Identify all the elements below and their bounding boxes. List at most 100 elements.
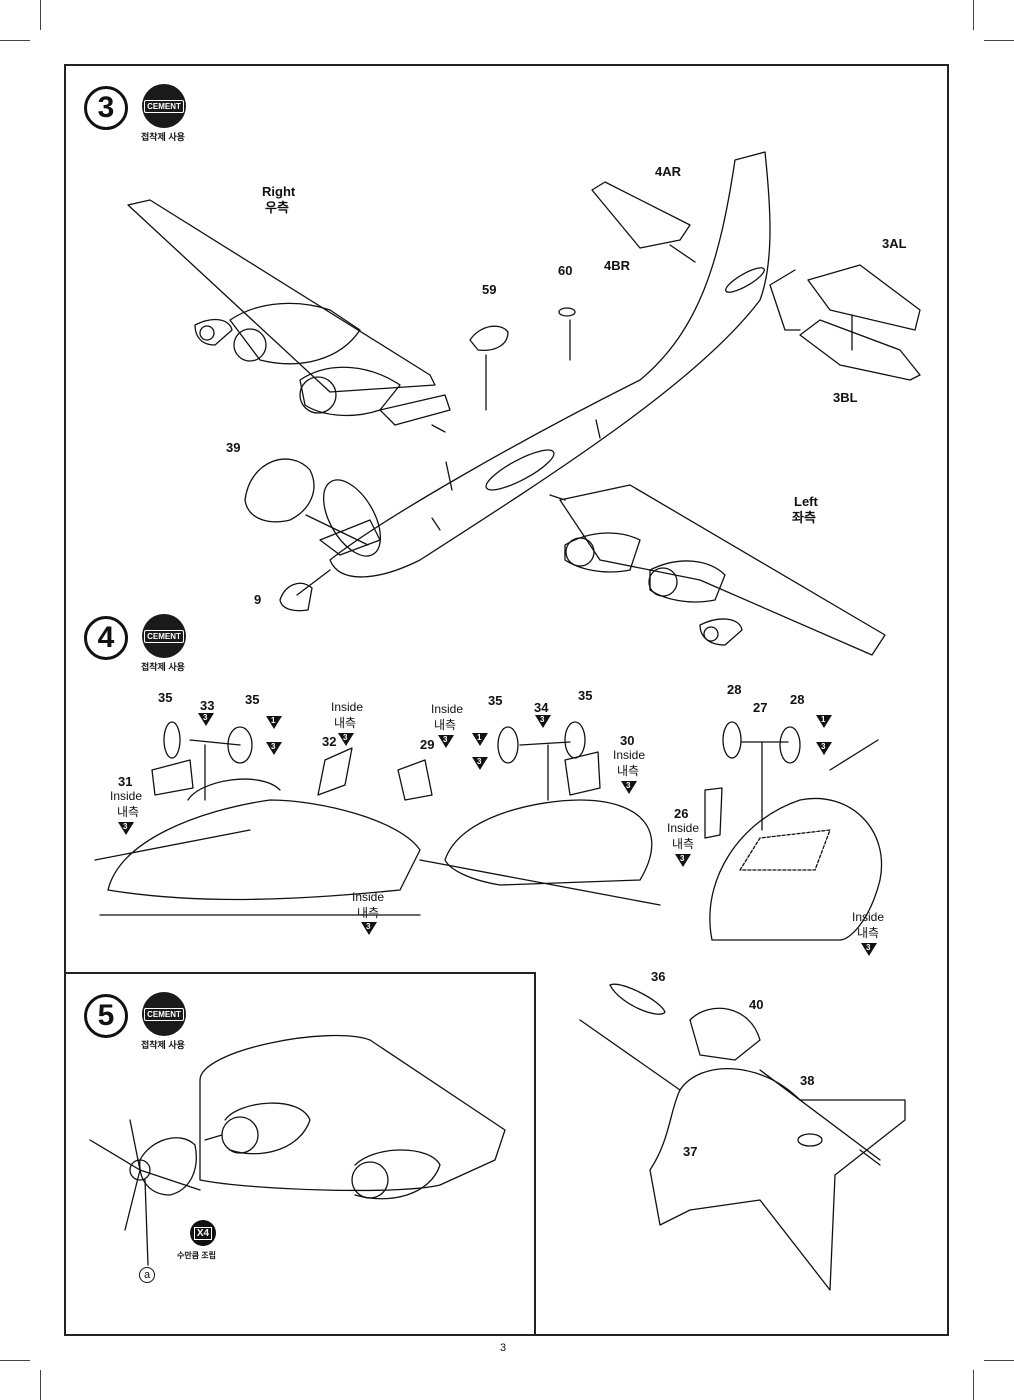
mark-triangle: 1 [266, 716, 282, 729]
mark-number: 1 [477, 733, 482, 742]
part-label: 39 [226, 440, 241, 455]
mark-triangle: 3 [338, 733, 354, 746]
part-label: 38 [800, 1073, 815, 1088]
part-label: 3BL [833, 390, 858, 405]
step4-right-drawing [704, 721, 883, 941]
crop-mark [973, 0, 974, 30]
part-label: 59 [482, 282, 497, 297]
part-60-drawing [558, 307, 576, 317]
mark-number: 3 [366, 922, 371, 931]
crop-mark [984, 40, 1014, 41]
part-label: 32 [322, 734, 337, 749]
mark-number: 3 [477, 757, 482, 766]
mark-triangle: 3 [621, 781, 637, 794]
callout-a: a [139, 1267, 155, 1283]
part-label: 37 [683, 1144, 698, 1159]
mark-number: 3 [680, 854, 685, 863]
mark-number: 3 [343, 733, 348, 742]
stabilizer-3bl-drawing [799, 319, 921, 381]
part-39-drawing [244, 458, 315, 523]
part-59-drawing [469, 325, 509, 351]
inside-label-ko: 내측 [434, 718, 457, 732]
cement-icon: CEMENT [142, 614, 186, 658]
right-label-ko: 우측 [265, 200, 289, 215]
mark-triangle: 3 [118, 822, 134, 835]
stabilizer-4ar-drawing [591, 181, 691, 249]
crop-mark [984, 1360, 1014, 1361]
part-label: 60 [558, 263, 573, 278]
cement-icon: CEMENT [142, 84, 186, 128]
left-label: Left [794, 494, 818, 509]
repeat-badge: X4 [193, 1226, 213, 1240]
mark-triangle: 3 [266, 742, 282, 755]
cement-label: 접착제 사용 [141, 132, 185, 142]
part-label: 35 [245, 692, 260, 707]
step5-drawing [89, 1034, 506, 1266]
repeat-label: 수만큼 조립 [177, 1251, 217, 1260]
step-number: 5 [84, 994, 128, 1038]
part-9-drawing [279, 582, 313, 612]
inside-label: Inside [667, 821, 700, 835]
stabilizer-3al-drawing [807, 264, 921, 331]
step4-mid-drawing [397, 721, 661, 906]
part-label: 4BR [604, 258, 631, 273]
mark-triangle: 3 [198, 713, 214, 726]
part-label: 27 [753, 700, 768, 715]
part-label: 28 [727, 682, 742, 697]
mark-number: 3 [626, 781, 631, 790]
part-label: 29 [420, 737, 435, 752]
inside-label-ko: 내측 [857, 926, 880, 940]
mark-number: 3 [821, 742, 826, 751]
inside-label-ko: 내측 [357, 906, 380, 920]
mark-number: 3 [271, 742, 276, 751]
step-number: 3 [84, 86, 128, 130]
part-label: 4AR [655, 164, 682, 179]
mark-number: 3 [203, 713, 208, 722]
mark-number: 3 [123, 822, 128, 831]
step4-left-drawing [94, 721, 421, 916]
mark-triangle: 3 [861, 943, 877, 956]
part-label: 35 [158, 690, 173, 705]
detail-drawing [579, 983, 906, 1291]
left-label-ko: 좌측 [792, 510, 816, 525]
part-label: 31 [118, 774, 133, 789]
mark-number: 3 [866, 943, 871, 952]
inside-label: Inside [431, 702, 464, 716]
repeat-icon: X4 [190, 1220, 216, 1246]
part-label: 26 [674, 806, 689, 821]
right-label: Right [262, 184, 296, 199]
mark-triangle: 3 [472, 757, 488, 770]
mark-number: 3 [540, 715, 545, 724]
inside-label: Inside [852, 910, 885, 924]
fuselage-drawing [319, 151, 771, 578]
part-label: 35 [578, 688, 593, 703]
cement-icon: CEMENT [142, 992, 186, 1036]
crop-mark [973, 1370, 974, 1400]
mark-triangle: 3 [361, 922, 377, 935]
mark-triangle: 3 [438, 735, 454, 748]
mark-number: 3 [443, 735, 448, 744]
inside-label-ko: 내측 [617, 764, 640, 778]
crop-mark [40, 1370, 41, 1400]
part-label: 35 [488, 693, 503, 708]
cement-badge: CEMENT [144, 1007, 184, 1021]
part-label: 9 [254, 592, 262, 607]
inside-label: Inside [110, 789, 143, 803]
step-number: 4 [84, 616, 128, 660]
mark-triangle: 3 [535, 715, 551, 728]
part-label: 36 [651, 969, 666, 984]
inside-label-ko: 내측 [672, 837, 695, 851]
mark-number: 1 [271, 716, 276, 725]
right-wing-drawing [127, 199, 451, 426]
part-label: 40 [749, 997, 764, 1012]
inside-label-ko: 내측 [334, 716, 357, 730]
step5-panel [64, 972, 536, 1336]
inside-label: Inside [613, 748, 646, 762]
part-label: 3AL [882, 236, 907, 251]
cement-label: 접착제 사용 [141, 662, 185, 672]
part-label: 28 [790, 692, 805, 707]
inside-label: Inside [352, 890, 385, 904]
part-label: 30 [620, 733, 635, 748]
crop-mark [0, 40, 30, 41]
part-label: 33 [200, 698, 215, 713]
